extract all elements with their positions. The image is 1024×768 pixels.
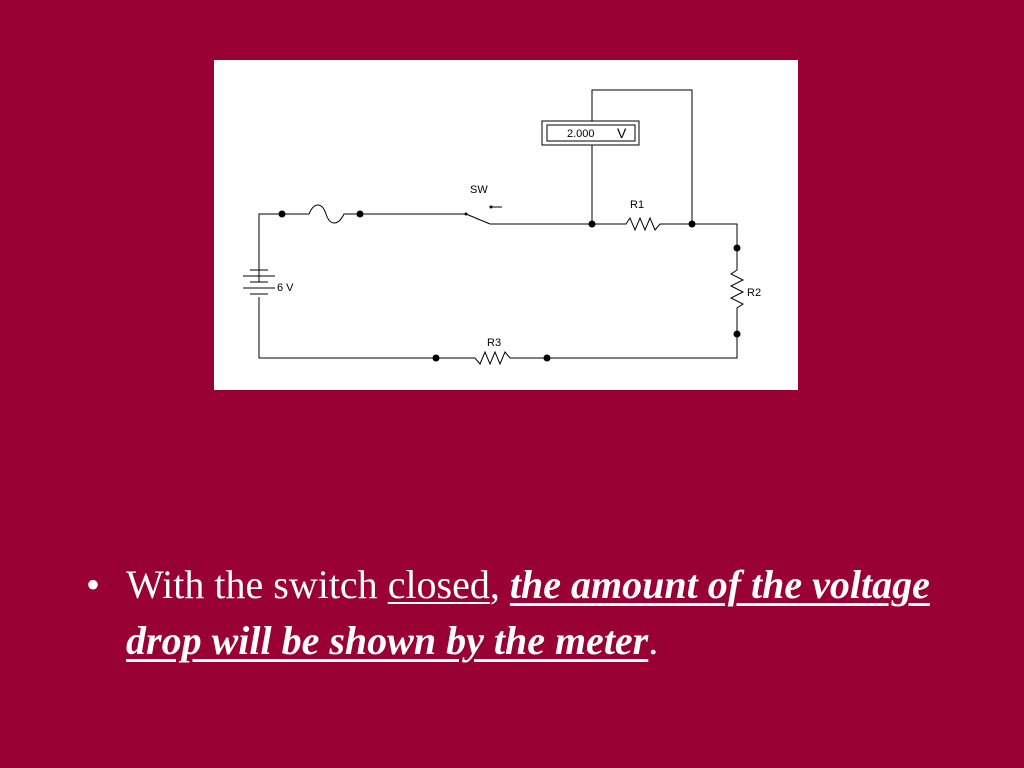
junction-dot	[688, 220, 696, 228]
caption-text: With the switch closed, the amount of th…	[86, 557, 946, 669]
battery-symbol	[243, 269, 275, 295]
junction-dot	[356, 210, 364, 218]
switch-pivot	[464, 212, 468, 216]
r2-resistor	[547, 248, 745, 359]
r3-label: R3	[487, 337, 501, 349]
junction-dot	[588, 220, 596, 228]
voltmeter: 2.000 V	[541, 120, 640, 146]
r1-label: R1	[630, 199, 644, 211]
junction-dot	[278, 210, 286, 218]
switch-contact-dot	[489, 205, 493, 209]
meter-lead-left	[591, 89, 693, 224]
caption-part-3: ,	[489, 562, 510, 607]
caption-part-closed: closed	[387, 562, 490, 607]
meter-reading: 2.000	[567, 128, 595, 140]
wire-bottom-left	[258, 297, 436, 359]
r3-resistor	[436, 350, 547, 366]
wire-right-top	[692, 223, 738, 248]
meter-unit: V	[617, 125, 627, 141]
circuit-schematic: 2.000 V SW 6 V R1 R2 R3	[243, 89, 761, 366]
caption-bullet-item: • With the switch closed, the amount of …	[86, 557, 946, 669]
switch-label: SW	[470, 184, 488, 196]
wire-left-top	[258, 213, 282, 282]
junction-dot	[543, 354, 551, 362]
r2-label: R2	[747, 287, 761, 299]
switch-blade	[465, 213, 491, 225]
junction-dot	[432, 354, 440, 362]
junction-dot	[733, 244, 741, 252]
caption-part-1: With the switch	[126, 562, 388, 607]
junction-dot	[733, 330, 741, 338]
fuse-symbol	[282, 204, 360, 224]
battery-label: 6 V	[277, 282, 294, 294]
circuit-diagram: 2.000 V SW 6 V R1 R2 R3	[214, 60, 798, 390]
caption-emphasis: the amount of the voltage drop will be s…	[126, 562, 930, 663]
r1-resistor	[620, 216, 692, 232]
caption-period: .	[648, 618, 659, 663]
bullet-icon: •	[86, 562, 101, 607]
